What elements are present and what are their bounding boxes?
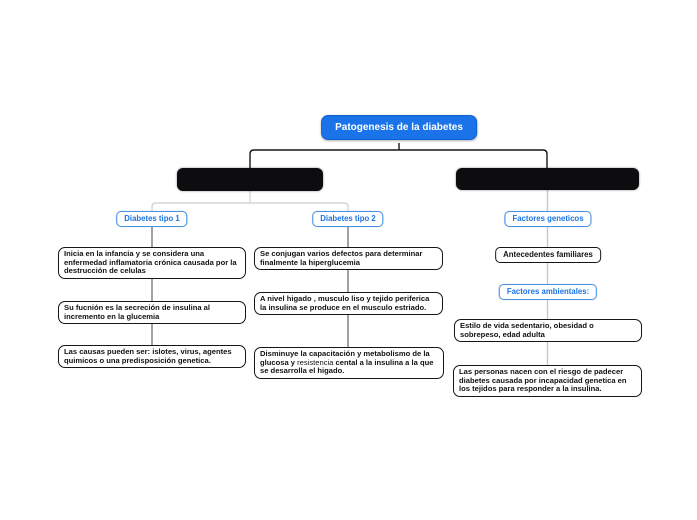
redacted-topic-bar-right[interactable] bbox=[456, 168, 639, 190]
topic-pill-factores-ambientales[interactable]: Factores ambientales: bbox=[498, 284, 598, 300]
note-box-tipo2-nivel-higado[interactable]: A nivel higado , musculo liso y tejido p… bbox=[254, 292, 443, 316]
note-box-tipo2-disminuye-capacitacion[interactable]: Disminuye la capacitación y metabolismo … bbox=[254, 347, 444, 379]
note-box-riesgo-incapacidad-genetica[interactable]: Las personas nacen con el riesgo de pade… bbox=[453, 365, 642, 397]
note-pill-antecedentes-familiares[interactable]: Antecedentes familiares bbox=[495, 247, 601, 263]
root-topic-node[interactable]: Patogenesis de la diabetes bbox=[321, 115, 477, 140]
topic-pill-factores-geneticos[interactable]: Factores geneticos bbox=[504, 211, 592, 227]
note-box-tipo1-inicio-infancia[interactable]: Inicia en la infancia y se considera una… bbox=[58, 247, 246, 279]
note-segment-bold: Disminuye la capacitación y metabolismo … bbox=[260, 349, 430, 367]
note-box-tipo1-causas[interactable]: Las causas pueden ser: islotes, virus, a… bbox=[58, 345, 246, 369]
note-box-tipo2-defectos[interactable]: Se conjugan varios defectos para determi… bbox=[254, 247, 443, 271]
topic-pill-diabetes-tipo-2[interactable]: Diabetes tipo 2 bbox=[312, 211, 384, 227]
note-box-tipo1-funcion-secrecion[interactable]: Su fucnión es la secreción de insulina a… bbox=[58, 301, 246, 325]
connector-root-to-bars bbox=[249, 143, 548, 169]
connector-bar-split bbox=[151, 191, 349, 211]
topic-pill-diabetes-tipo-1[interactable]: Diabetes tipo 1 bbox=[116, 211, 188, 227]
note-box-estilo-de-vida[interactable]: Estilo de vida sedentario, obesidad o so… bbox=[454, 319, 642, 343]
note-segment-bold: cental a la insulina a la que se desarro… bbox=[260, 357, 434, 376]
note-segment-regular: resistencia bbox=[297, 357, 334, 367]
redacted-topic-bar-left[interactable] bbox=[177, 168, 323, 191]
